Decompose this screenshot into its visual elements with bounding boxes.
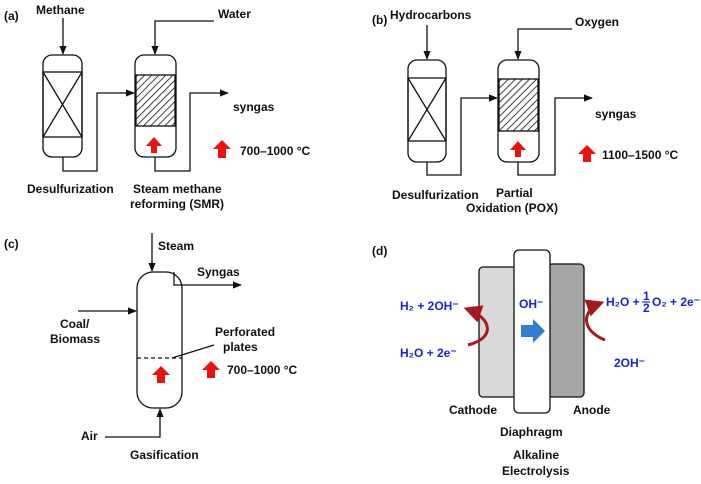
syngas-label-c: Syngas	[197, 265, 240, 279]
title-line2: Electrolysis	[502, 464, 570, 478]
transfer-line-b	[426, 94, 498, 176]
pox-label-line2: Oxidation (POX)	[466, 201, 558, 215]
cathode-product-label: H₂ + 2OH⁻	[400, 299, 459, 313]
temperature-label-b: 1100–1500 °C	[602, 148, 679, 162]
smr-label-line2: reforming (SMR)	[130, 197, 224, 211]
desulfurization-label-b: Desulfurization	[392, 188, 479, 202]
water-label: Water	[218, 7, 251, 21]
temperature-label-a: 700–1000 °C	[240, 144, 311, 158]
catalyst-bed-b	[407, 77, 447, 142]
panel-c: (c) Steam Syngas Coal/ Biomass Perforate…	[4, 233, 298, 462]
smr-catalyst-bed	[135, 74, 176, 127]
biomass-label: Biomass	[50, 332, 100, 346]
air-inlet-arrow	[105, 408, 164, 438]
anode-fraction-denominator: 2	[643, 301, 650, 315]
steam-label: Steam	[158, 239, 194, 253]
desulfurization-label-a: Desulfurization	[27, 182, 114, 196]
panel-d: (d) OH⁻ H₂ + 2OH⁻ H₂O + 2e⁻ H₂O + 1 2 O₂…	[372, 244, 700, 478]
water-inlet-arrow	[151, 20, 214, 55]
anode-reactant-label: 2OH⁻	[614, 356, 645, 370]
perforated-label-line1: Perforated	[215, 325, 275, 339]
panel-a-tag: (a)	[4, 9, 19, 23]
anode-label: Anode	[573, 403, 611, 417]
title-line1: Alkaline	[513, 448, 559, 462]
panel-a: (a) Methane Water syngas 700–1000 °C Des…	[4, 3, 311, 211]
methane-label: Methane	[36, 3, 85, 17]
anode-reaction-arrow	[584, 299, 606, 342]
hydroxide-transport-arrow	[521, 319, 545, 343]
syngas-label-b: syngas	[595, 107, 637, 121]
perforated-label-line2: plates	[223, 340, 258, 354]
syngas-outlet-c	[173, 272, 242, 289]
cathode-label: Cathode	[449, 403, 497, 417]
panel-d-tag: (d)	[372, 244, 387, 258]
gasifier-vessel	[136, 271, 183, 409]
oxygen-inlet-arrow	[514, 28, 572, 60]
oxygen-label: Oxygen	[575, 15, 619, 29]
syngas-label-a: syngas	[233, 100, 275, 114]
cathode-reaction-arrow	[463, 305, 489, 347]
hydroxide-ion-label: OH⁻	[519, 297, 543, 311]
plates-leader-line	[171, 344, 215, 359]
air-label: Air	[81, 429, 98, 443]
anode-plate	[547, 263, 585, 398]
cathode-reactant-label: H₂O + 2e⁻	[400, 346, 457, 360]
anode-product-prefix: H₂O +	[606, 295, 640, 309]
catalyst-bed-a	[42, 71, 83, 138]
smr-heat-arrow	[146, 137, 162, 153]
hydrocarbons-label: Hydrocarbons	[390, 8, 472, 22]
anode-product-suffix: O₂ + 2e⁻	[652, 295, 700, 309]
pox-catalyst-bed	[498, 78, 539, 132]
smr-label-line1: Steam methane	[133, 182, 222, 196]
desulfurization-vessel-a	[42, 54, 83, 158]
temperature-label-c: 700–1000 °C	[227, 363, 298, 377]
panel-c-tag: (c)	[4, 237, 19, 251]
panel-b-tag: (b)	[372, 13, 387, 27]
desulfurization-vessel-b	[407, 59, 447, 163]
panel-b: (b) Hydrocarbons Oxygen syngas 1100–1500…	[372, 8, 679, 215]
temperature-arrow-b	[578, 145, 596, 162]
temperature-arrow-a	[213, 140, 231, 158]
anode-fraction-numerator: 1	[643, 289, 650, 303]
cathode-plate	[478, 266, 518, 398]
syngas-outlet-a	[154, 89, 229, 172]
pox-heat-arrow	[510, 141, 526, 157]
gasification-label: Gasification	[130, 448, 199, 462]
coal-label: Coal/	[60, 317, 90, 331]
transfer-line-a	[62, 89, 135, 172]
syngas-outlet-b	[517, 94, 593, 176]
diaphragm-label: Diaphragm	[500, 425, 563, 439]
temperature-arrow-c	[202, 361, 220, 378]
pox-label-line1: Partial	[496, 186, 533, 200]
gasifier-heat-arrow	[152, 366, 170, 383]
